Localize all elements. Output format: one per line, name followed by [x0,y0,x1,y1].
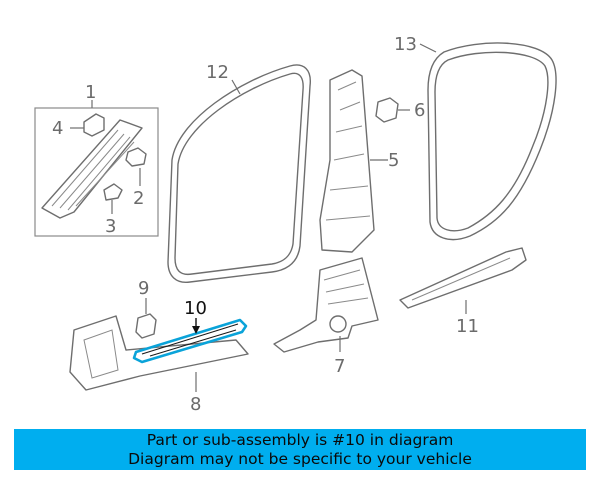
part-12-weatherstrip [167,64,311,283]
inset-box [34,107,159,237]
callout-9: 9 [138,278,149,299]
callout-3: 3 [105,216,116,237]
leader-12 [231,79,241,95]
banner-line-1: Part or sub-assembly is #10 in diagram [146,430,454,449]
part-7-lower-trim [273,257,379,353]
part-6-clip [375,97,410,123]
clip-part-3 [103,183,123,201]
part-9-clip [135,298,157,339]
callout-8: 8 [190,394,201,415]
part-10-scuff-plate-highlighted [132,318,248,364]
callout-4: 4 [52,118,63,139]
part-13-weatherstrip [419,42,557,241]
callout-2: 2 [133,188,144,209]
clip-part-2 [125,147,147,167]
callout-11: 11 [456,316,479,337]
callout-5: 5 [388,150,399,171]
clip-part-4 [83,113,105,137]
leader-10-arrowhead [192,326,200,334]
callout-6: 6 [414,100,425,121]
callout-13: 13 [394,34,417,55]
info-banner: Part or sub-assembly is #10 in diagram D… [14,429,586,470]
part-11-scuff-plate [399,247,527,314]
callout-12: 12 [206,62,229,83]
banner-line-2: Diagram may not be specific to your vehi… [128,449,472,468]
callout-7: 7 [334,356,345,377]
callout-1: 1 [85,82,96,103]
part-group-1 [34,100,159,237]
leader-13 [419,43,437,53]
part-5-pillar-trim [319,69,388,253]
part-8-sill-panel [69,315,249,392]
callout-10: 10 [184,298,207,319]
